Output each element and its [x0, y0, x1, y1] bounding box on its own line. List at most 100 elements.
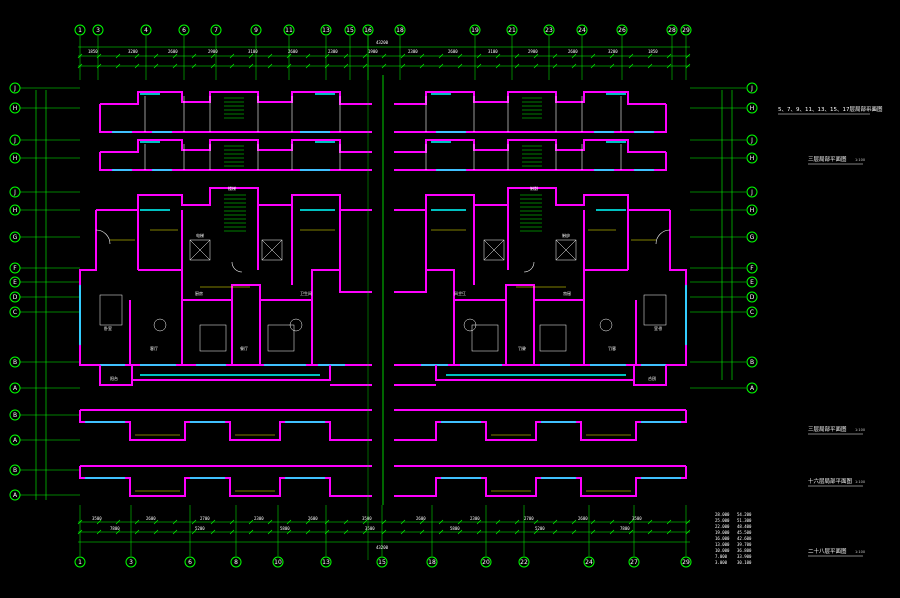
axis-bubble — [74, 24, 86, 36]
axis-label: 6 — [188, 559, 192, 566]
axis-label: 1 — [78, 27, 82, 34]
dim-label: 7800 — [620, 526, 630, 531]
axis-label: 4 — [144, 27, 148, 34]
axis-label: 21 — [508, 27, 516, 34]
axis-label: 8 — [234, 559, 238, 566]
plan-title-text: 5、7、9、11、13、15、17层局部平面图 — [778, 105, 883, 113]
axis-label: 26 — [618, 27, 626, 34]
axis-label: 15 — [378, 559, 386, 566]
axis-label: H — [13, 105, 18, 112]
axis-label: 10 — [274, 559, 282, 566]
dim-label: 3500 — [362, 516, 372, 521]
legend-value: 39.700 — [737, 542, 752, 547]
plan-title-scale: 1:100 — [855, 428, 865, 432]
axis-bubble — [746, 134, 758, 146]
axis-bubble — [9, 356, 21, 368]
legend-value: 22.000 — [715, 524, 730, 529]
axis-bubble — [426, 556, 438, 568]
axis-label: 24 — [585, 559, 593, 566]
axis-label: H — [750, 105, 755, 112]
room-label: 客厅 — [608, 345, 616, 351]
dim-label: 3200 — [608, 49, 618, 54]
dim-label: 5200 — [535, 526, 545, 531]
dim-label: 3100 — [248, 49, 258, 54]
axis-bubble — [9, 409, 21, 421]
axis-bubble — [469, 24, 481, 36]
plan-title-text: 二十八层平面图 — [808, 547, 847, 555]
axis-bubble — [746, 204, 758, 216]
dim-label: 2700 — [524, 516, 534, 521]
dim-label: 1900 — [368, 49, 378, 54]
axis-bubble — [746, 291, 758, 303]
axis-bubble — [184, 556, 196, 568]
axis-bubble — [272, 556, 284, 568]
axis-bubble — [9, 204, 21, 216]
legend-value: 30.100 — [737, 560, 752, 565]
axis-bubble — [140, 24, 152, 36]
axis-bubble — [746, 231, 758, 243]
plan-title-text: 十六层局部平面图 — [808, 477, 853, 485]
dim-label: 3500 — [92, 516, 102, 521]
axis-label: 28 — [668, 27, 676, 34]
dim-label: 3500 — [632, 516, 642, 521]
axis-label: B — [13, 467, 17, 474]
dim-label: 5800 — [450, 526, 460, 531]
dim-label: 5800 — [280, 526, 290, 531]
axis-bubble — [210, 24, 222, 36]
room-label: 电梯 — [562, 232, 570, 238]
plan-title-scale: 1:100 — [866, 108, 876, 112]
axis-label: J — [13, 85, 16, 92]
axis-label: F — [13, 265, 17, 272]
axis-label: A — [13, 437, 18, 444]
axis-bubble — [746, 102, 758, 114]
axis-bubble — [9, 276, 21, 288]
plan-title-scale: 1:100 — [855, 158, 865, 162]
plan-title-text: 三层局部平面图 — [808, 155, 847, 163]
axis-label: 11 — [285, 27, 293, 34]
legend-value: 25.000 — [715, 518, 730, 523]
dim-label: 2300 — [470, 516, 480, 521]
axis-bubble — [480, 556, 492, 568]
axis-bubble — [9, 489, 21, 501]
dim-label: 2900 — [528, 49, 538, 54]
axis-bubble — [746, 356, 758, 368]
room-label: 电梯 — [196, 232, 204, 238]
axis-label: J — [13, 189, 16, 196]
plan-title-scale: 1:100 — [855, 550, 865, 554]
axis-label: 13 — [322, 27, 330, 34]
axis-bubble — [9, 102, 21, 114]
axis-label: 3 — [96, 27, 100, 34]
plan-title-scale: 1:100 — [855, 480, 865, 484]
axis-label: 19 — [471, 27, 479, 34]
axis-bubble — [543, 24, 555, 36]
axis-label: G — [13, 234, 18, 241]
axis-bubble — [746, 306, 758, 318]
axis-bubble — [9, 306, 21, 318]
axis-bubble — [9, 82, 21, 94]
axis-label: D — [750, 294, 755, 301]
axis-label: C — [13, 309, 17, 316]
axis-bubble — [746, 382, 758, 394]
dim-top-total: 43200 — [376, 40, 389, 45]
axis-label: B — [13, 412, 17, 419]
room-label: 餐厅 — [240, 345, 248, 351]
legend-value: 10.000 — [715, 548, 730, 553]
room-label: 阳台 — [110, 375, 118, 381]
dim-label: 2300 — [254, 516, 264, 521]
axis-bubble — [9, 291, 21, 303]
axis-bubble — [344, 24, 356, 36]
axis-label: 27 — [630, 559, 638, 566]
axis-bubble — [9, 134, 21, 146]
axis-bubble — [9, 382, 21, 394]
axis-bubble — [680, 24, 692, 36]
room-label: 餐厅 — [518, 345, 526, 351]
axis-label: 13 — [322, 559, 330, 566]
dim-label: 2700 — [200, 516, 210, 521]
axis-bubble — [680, 556, 692, 568]
dim-label: 7800 — [110, 526, 120, 531]
legend-value: 36.800 — [737, 548, 752, 553]
dim-bottom-total: 43200 — [376, 545, 389, 550]
axis-label: D — [13, 294, 18, 301]
